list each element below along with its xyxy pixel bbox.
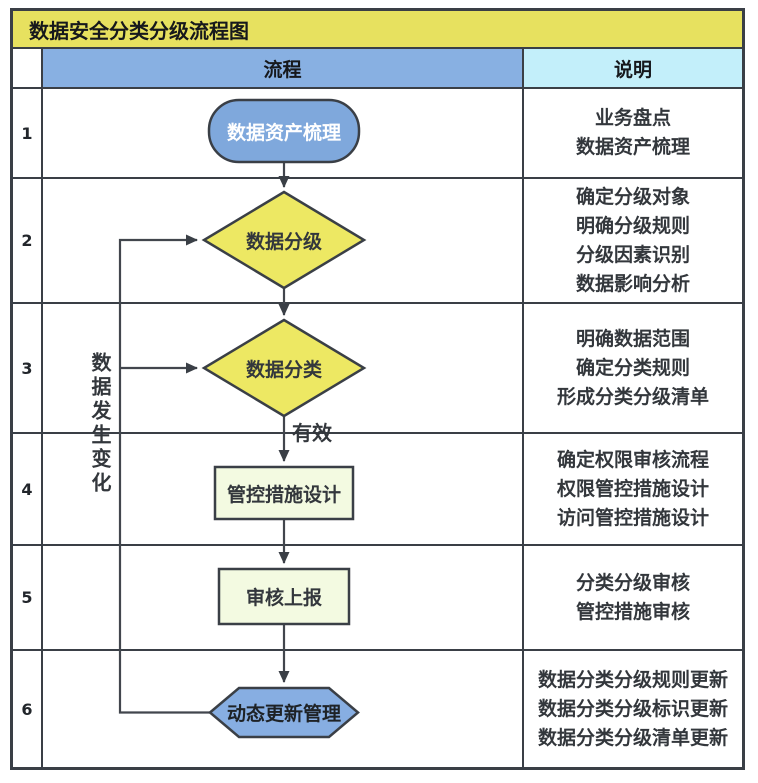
row-number: 1 bbox=[13, 89, 43, 179]
process-cell-5 bbox=[43, 546, 524, 651]
description-cell-2: 确定分级对象 明确分级规则 分级因素识别 数据影响分析 bbox=[524, 179, 742, 304]
diagram-title-bar: 数据安全分类分级流程图 bbox=[13, 11, 742, 49]
process-cell-3 bbox=[43, 304, 524, 434]
process-cell-2 bbox=[43, 179, 524, 304]
description-cell-1: 业务盘点 数据资产梳理 bbox=[524, 89, 742, 179]
diagram-title: 数据安全分类分级流程图 bbox=[29, 18, 249, 43]
description-header-label: 说明 bbox=[613, 58, 652, 81]
flowchart-table: 数据安全分类分级流程图 流程 说明 1 业务盘点 数据资产梳理 2 确定分级对象… bbox=[10, 8, 745, 770]
column-header-process: 流程 bbox=[43, 49, 524, 89]
row-number: 2 bbox=[13, 179, 43, 304]
process-cell-1 bbox=[43, 89, 524, 179]
process-cell-4 bbox=[43, 434, 524, 546]
description-cell-3: 明确数据范围 确定分类规则 形成分类分级清单 bbox=[524, 304, 742, 434]
header-number-cell bbox=[13, 49, 43, 89]
row-number: 4 bbox=[13, 434, 43, 546]
process-cell-6 bbox=[43, 651, 524, 767]
column-header-description: 说明 bbox=[524, 49, 742, 89]
row-number: 3 bbox=[13, 304, 43, 434]
row-number: 6 bbox=[13, 651, 43, 767]
process-header-label: 流程 bbox=[263, 58, 302, 81]
description-cell-4: 确定权限审核流程 权限管控措施设计 访问管控措施设计 bbox=[524, 434, 742, 546]
data-change-annotation: 数据发生变化 bbox=[88, 352, 112, 496]
description-cell-5: 分类分级审核 管控措施审核 bbox=[524, 546, 742, 651]
description-cell-6: 数据分类分级规则更新 数据分类分级标识更新 数据分类分级清单更新 bbox=[537, 668, 728, 749]
valid-annotation: 有效 bbox=[292, 421, 332, 445]
flowchart-grid: 流程 说明 1 业务盘点 数据资产梳理 2 确定分级对象 明确分级规则 分级因素… bbox=[13, 49, 742, 767]
row-number: 5 bbox=[13, 546, 43, 651]
